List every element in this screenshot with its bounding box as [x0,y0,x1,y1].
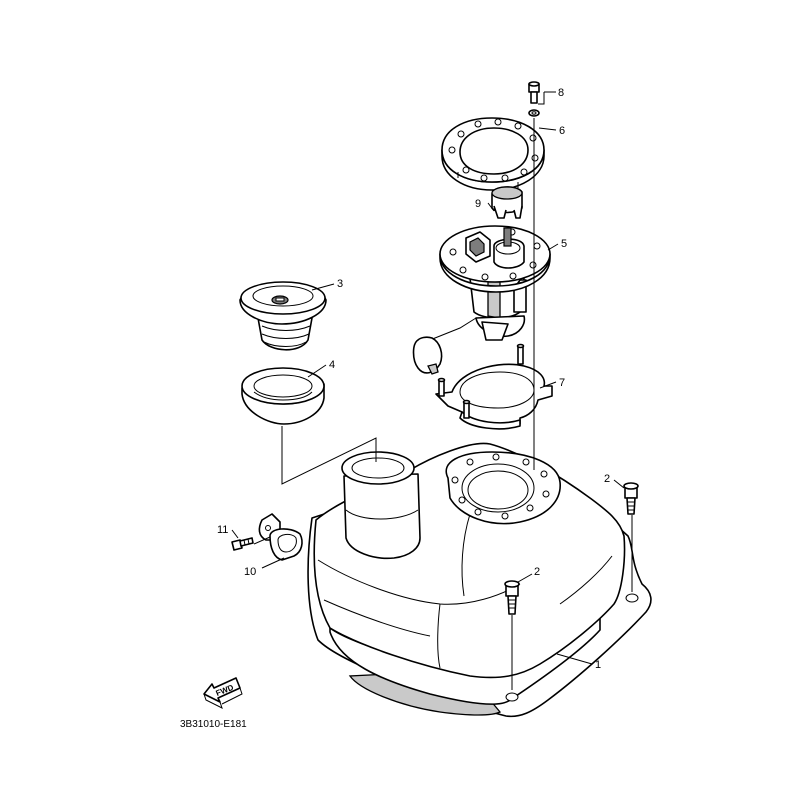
callout-2-center: 2 [534,566,540,578]
callout-3: 3 [337,278,343,290]
screw [231,537,254,551]
leader-lines [231,91,625,665]
callout-5: 5 [561,238,567,250]
bolt-right [623,482,639,515]
assembly-lines [253,118,633,690]
callout-2-right: 2 [604,473,610,485]
retainer-plate [441,117,545,191]
fuel-pump-assembly [412,225,551,375]
callout-9: 9 [475,198,481,210]
callout-6: 6 [559,125,565,137]
hose-clamp [258,513,303,561]
fwd-arrow: FWD [203,677,243,709]
fuel-tank [307,442,652,718]
callout-7: 7 [559,377,565,389]
callout-10: 10 [244,566,256,578]
filler-grommet [241,367,325,425]
bolt-center [504,580,520,615]
callout-8: 8 [558,87,564,99]
bolt-with-washer [528,81,540,117]
connector-cap [491,186,523,219]
drawing-id: 3B31010-E181 [180,719,247,730]
callout-1: 1 [595,659,601,671]
callouts: 1 2 2 3 4 5 6 7 8 9 10 11 [217,87,610,671]
callout-4: 4 [329,359,335,371]
fuel-cap [239,281,327,351]
callout-11: 11 [217,524,228,536]
pump-gasket [435,343,553,430]
